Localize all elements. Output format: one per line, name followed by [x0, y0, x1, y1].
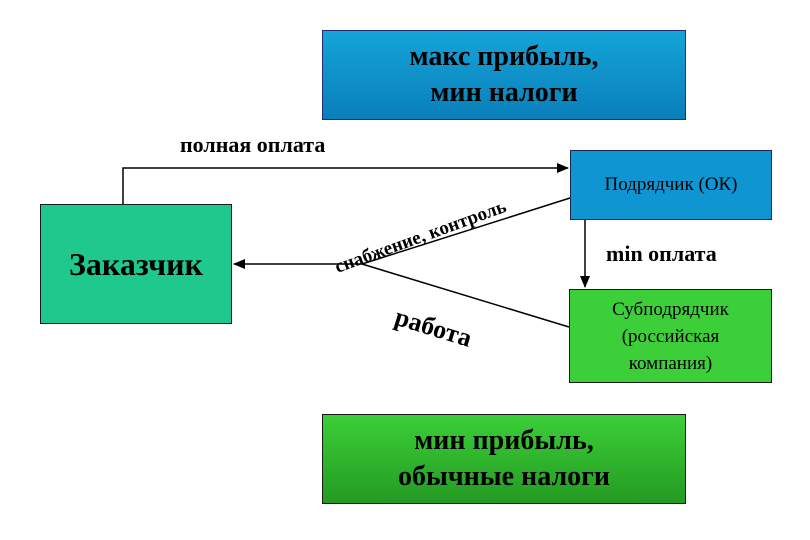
min-profit-line2: обычные налоги	[397, 461, 610, 492]
max-profit-box: макс прибыль, мин налоги	[322, 30, 686, 120]
max-profit-line1: макс прибыль,	[409, 41, 599, 72]
contractor-box: Подрядчик (ОК)	[570, 150, 772, 220]
customer-box: Заказчик	[40, 204, 232, 324]
contractor-label: Подрядчик (ОК)	[604, 174, 738, 195]
full-payment-label: полная оплата	[180, 132, 326, 157]
work-line	[361, 263, 570, 328]
min-profit-box: мин прибыль, обычные налоги	[322, 414, 686, 504]
min-profit-line1: мин прибыль,	[414, 425, 594, 456]
customer-label: Заказчик	[69, 245, 203, 282]
min-payment-label: min оплата	[606, 241, 717, 266]
full-payment-arrow	[122, 163, 569, 204]
subcontractor-line2: (российская	[621, 325, 720, 347]
subcontractor-box: Субподрядчик (российская компания)	[569, 289, 772, 383]
subcontractor-line3: компания)	[628, 352, 713, 374]
max-profit-line2: мин налоги	[430, 77, 578, 108]
supply-control-line	[361, 197, 571, 265]
subcontractor-line1: Субподрядчик	[612, 298, 729, 320]
